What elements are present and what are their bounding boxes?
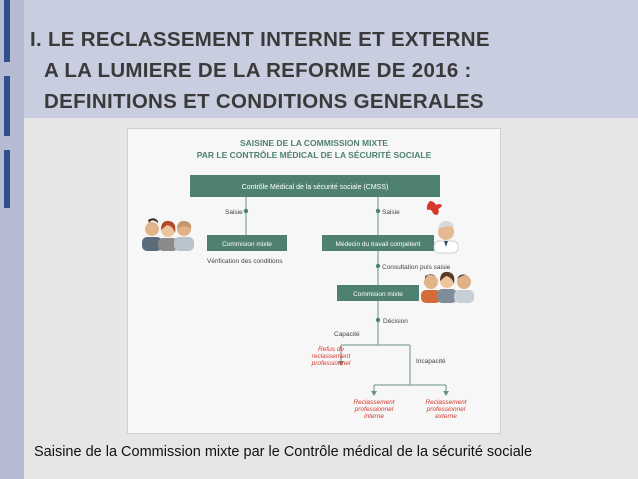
decision-label: Décision <box>383 318 408 325</box>
diagram-header-line-2: PAR LE CONTRÔLE MÉDICAL DE LA SÉCURITÉ S… <box>197 149 432 160</box>
outcome-labels: Refus de reclassement professionnel Recl… <box>311 346 468 420</box>
arrow-heads <box>338 361 449 396</box>
left-bar-mark <box>4 0 10 62</box>
interne-line-1: Reclassement <box>353 399 395 406</box>
consultation-label: Consultation puis saisie <box>382 264 451 271</box>
commission-left-box <box>207 235 287 251</box>
commission-center-box <box>337 285 419 301</box>
refus-line-1: Refus de <box>318 346 344 353</box>
saisie-right-label: Saisie <box>382 209 400 216</box>
lion-emblem-icon <box>426 201 442 215</box>
slide-caption: Saisine de la Commission mixte par le Co… <box>34 444 533 460</box>
refus-line-3: professionnel <box>311 360 351 367</box>
incapacite-label: Incapacité <box>416 358 446 365</box>
title-line-2: A LA LUMIERE DE LA REFORME DE 2016 : <box>44 59 472 82</box>
people-group-icon <box>142 218 194 251</box>
title-line-1: I. LE RECLASSEMENT INTERNE ET EXTERNE <box>30 28 490 51</box>
commission-center-label: Commision mixte <box>353 291 403 298</box>
connector-lines <box>245 197 447 391</box>
flow-diagram: SAISINE DE LA COMMISSION MIXTE PAR LE CO… <box>142 138 474 420</box>
cmss-box <box>190 175 440 197</box>
interne-line-3: interne <box>364 413 384 420</box>
people-group-icon <box>421 271 474 303</box>
medecin-box <box>322 235 434 251</box>
left-decoration-bar <box>0 0 24 479</box>
externe-line-3: externe <box>435 413 457 420</box>
verification-label: Vérification des conditions <box>207 258 283 265</box>
externe-line-1: Reclassement <box>425 399 467 406</box>
medecin-label: Médecin du travail compétent <box>336 241 421 248</box>
connector-dots <box>243 208 381 323</box>
cmss-box-label: Contrôle Médical de la sécurité sociale … <box>242 184 389 191</box>
interne-line-2: professionnel <box>354 406 394 413</box>
left-bar-mark <box>4 76 10 136</box>
capacite-label: Capacité <box>334 331 360 338</box>
left-bar-mark <box>4 150 10 208</box>
saisie-left-label: Saisie <box>225 209 243 216</box>
slide-title: I. LE RECLASSEMENT INTERNE ET EXTERNE A … <box>30 24 610 117</box>
commission-left-label: Commision mixte <box>222 241 272 248</box>
refus-line-2: reclassement <box>312 353 352 360</box>
diagram-card: SAISINE DE LA COMMISSION MIXTE PAR LE CO… <box>127 128 501 434</box>
title-line-3: DEFINITIONS ET CONDITIONS GENERALES <box>44 90 484 113</box>
doctor-icon <box>433 220 459 254</box>
diagram-header-line-1: SAISINE DE LA COMMISSION MIXTE <box>240 138 388 148</box>
externe-line-2: professionnel <box>426 406 466 413</box>
